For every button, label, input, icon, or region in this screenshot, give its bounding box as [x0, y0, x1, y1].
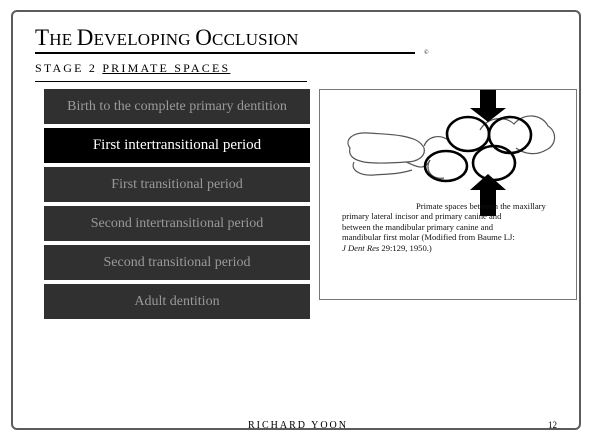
page-number: 12 [548, 420, 557, 430]
menu-item-second-transitional[interactable]: Second transitional period [44, 245, 310, 280]
primate-spaces-figure: Primate spaces between the maxillary pri… [319, 89, 577, 300]
menu-item-second-intertransitional[interactable]: Second intertransitional period [44, 206, 310, 241]
menu-item-label: Second transitional period [103, 254, 251, 270]
caption-reference: 29:129, 1950.) [381, 242, 432, 253]
arrow-up-icon [470, 174, 506, 216]
title-letter: T [35, 25, 50, 50]
caption-line: between the mandibular primary canine an… [342, 221, 494, 232]
caption-line: mandibular first molar (Modified from Ba… [342, 232, 515, 243]
primate-space-circles [423, 115, 533, 183]
figure-caption: Primate spaces between the maxillary pri… [342, 201, 566, 253]
caption-line: primary lateral incisor and primary cani… [342, 211, 502, 222]
title-word: eveloping [93, 30, 196, 49]
menu-item-label: Adult dentition [134, 293, 220, 309]
menu-item-label: Birth to the complete primary dentition [67, 98, 287, 114]
menu-item-adult-dentition[interactable]: Adult dentition [44, 284, 310, 319]
title-word: cclusion [212, 30, 299, 49]
menu-item-label: First intertransitional period [92, 137, 262, 153]
title-underline [35, 52, 415, 54]
slide: The Developing Occlusion © Stage 2 Prima… [11, 10, 581, 431]
copyright-mark: © [424, 50, 429, 56]
arrow-icons [470, 90, 506, 216]
subtitle-stage: Stage 2 [35, 61, 98, 75]
subtitle-topic: Primate Spaces [102, 61, 231, 75]
menu-item-label: First transitional period [111, 176, 243, 192]
dental-arch-illustration [347, 90, 556, 216]
subtitle-underline [35, 81, 307, 82]
menu-item-label: Second intertransitional period [90, 215, 264, 231]
title-letter: D [76, 25, 94, 50]
slide-subtitle: Stage 2 Primate Spaces [35, 62, 230, 74]
caption-line: Primate spaces between the maxillary [416, 201, 546, 211]
menu-item-first-intertransitional[interactable]: First intertransitional period [44, 128, 310, 163]
title-word: he [49, 30, 77, 49]
tooth-outlines [347, 115, 556, 179]
arrow-down-icon [470, 90, 506, 122]
menu-item-first-transitional[interactable]: First transitional period [44, 167, 310, 202]
footer-author: Richard Yoon [247, 420, 349, 431]
menu-item-birth[interactable]: Birth to the complete primary dentition [44, 89, 310, 124]
caption-journal: J Dent Res [342, 242, 380, 253]
slide-title: The Developing Occlusion [35, 26, 299, 49]
title-letter: O [195, 25, 213, 50]
